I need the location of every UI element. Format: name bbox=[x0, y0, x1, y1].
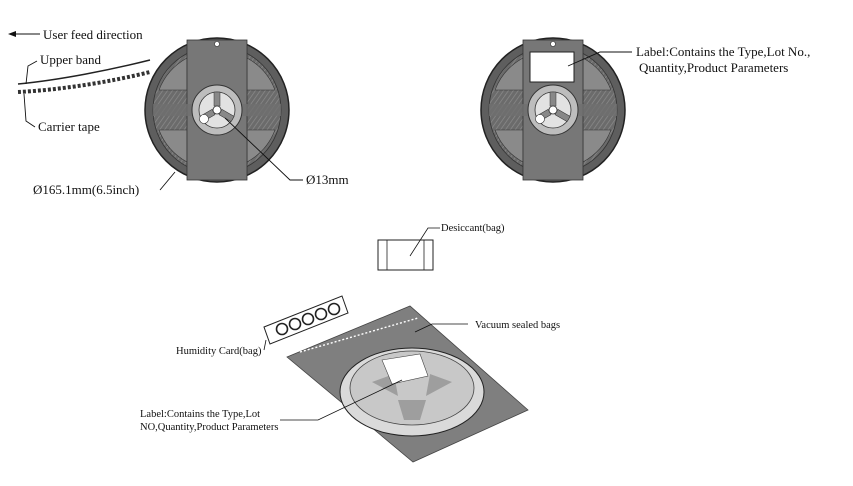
carrier-tape-strip bbox=[17, 70, 151, 94]
label-carrier-tape: Carrier tape bbox=[38, 119, 100, 134]
reel-right bbox=[480, 37, 632, 183]
reel-label-box bbox=[529, 51, 575, 83]
feed-arrow-head bbox=[8, 31, 16, 37]
upper-band-strip bbox=[17, 59, 151, 85]
label-vacuum-bags: Vacuum sealed bags bbox=[475, 320, 560, 331]
label-hub-diameter: Ø13mm bbox=[306, 172, 349, 187]
label-reel-contents-2: Quantity,Product Parameters bbox=[639, 60, 788, 75]
label-reel-diameter: Ø165.1mm(6.5inch) bbox=[33, 182, 139, 197]
vacuum-bag bbox=[280, 305, 529, 463]
label-bag-contents-1: Label:Contains the Type,Lot bbox=[140, 409, 260, 420]
desiccant-bag bbox=[377, 227, 440, 271]
label-upper-band: Upper band bbox=[40, 52, 102, 67]
reel-left bbox=[8, 31, 303, 191]
humidity-card bbox=[263, 295, 349, 351]
bag-label-box bbox=[381, 353, 429, 385]
bag-seal-line bbox=[299, 317, 419, 353]
label-desiccant: Desiccant(bag) bbox=[441, 223, 505, 234]
label-reel-contents-1: Label:Contains the Type,Lot No., bbox=[636, 44, 810, 59]
label-humidity-card: Humidity Card(bag) bbox=[176, 346, 262, 357]
label-user-feed-direction: User feed direction bbox=[43, 27, 143, 42]
label-bag-contents-2: NO,Quantity,Product Parameters bbox=[140, 422, 278, 433]
